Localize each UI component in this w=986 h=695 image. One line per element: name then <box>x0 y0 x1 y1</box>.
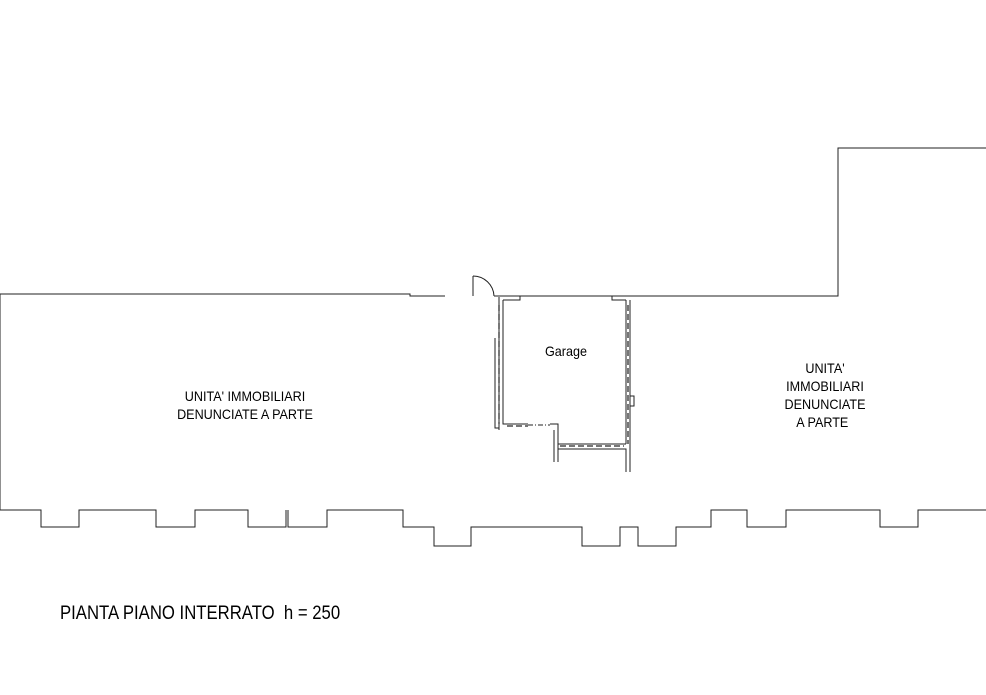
label-line: UNITA' IMMOBILIARI <box>184 388 306 404</box>
outer-wall <box>0 147 986 547</box>
label-line: UNITA' <box>805 360 845 376</box>
room-label-garage: Garage <box>544 343 588 359</box>
label-line: DENUNCIATE A PARTE <box>177 406 313 422</box>
room-label-right-unit: UNITA' IMMOBILIARI DENUNCIATE A PARTE <box>771 359 879 431</box>
label-line: IMMOBILIARI <box>786 378 864 394</box>
label-line: A PARTE <box>796 414 849 430</box>
label-line: DENUNCIATE <box>784 396 866 412</box>
plan-title: PIANTA PIANO INTERRATO h = 250 <box>60 603 341 624</box>
door-swing <box>472 275 495 297</box>
garage-dashes <box>498 305 629 447</box>
room-label-left-unit: UNITA' IMMOBILIARI DENUNCIATE A PARTE <box>160 387 331 423</box>
